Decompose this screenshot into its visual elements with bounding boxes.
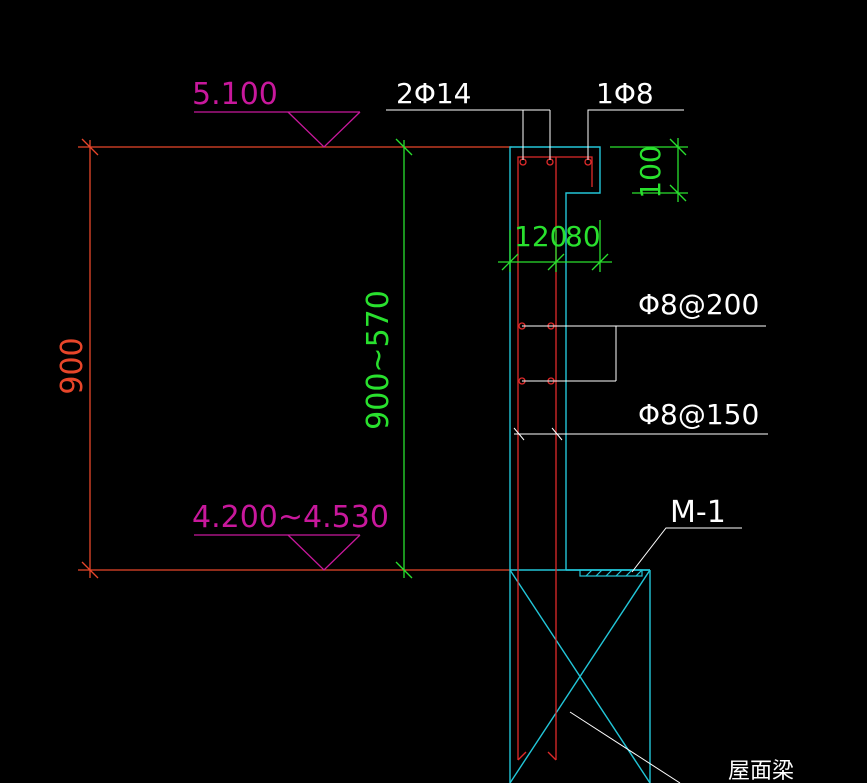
top-bars-leader (386, 109, 551, 160)
horizontal-bars-text: Φ8@200 (638, 288, 759, 321)
overall-height-dimension (78, 138, 512, 579)
vertical-bars-text: Φ8@150 (638, 398, 759, 431)
m1-member (579, 569, 643, 577)
vertical-bars-leader (513, 427, 768, 441)
m1-label: M-1 (670, 495, 726, 530)
top-elevation-text: 5.100 (192, 77, 278, 112)
bottom-elevation-text: 4.200~4.530 (192, 500, 389, 535)
m1-leader (631, 527, 742, 573)
thickness-dimension (498, 220, 612, 272)
variable-height-text: 900~570 (361, 290, 396, 430)
roof-beam-section (509, 569, 651, 783)
top-bars-text: 2Φ14 (396, 77, 471, 110)
lip-height-text: 100 (634, 145, 667, 198)
wall-thickness-text: 120 (514, 220, 567, 253)
parapet-wall-outline (509, 146, 650, 571)
bottom-elevation-mark (194, 534, 361, 571)
lip-bar-leader (587, 109, 684, 160)
roof-beam-label: 屋面梁 (728, 759, 794, 783)
variable-height-dimension (395, 138, 413, 579)
overall-height-text: 900 (55, 337, 90, 394)
lip-bar-text: 1Φ8 (596, 77, 654, 110)
lip-height-dimension (610, 138, 688, 202)
horizontal-bars-leader (522, 325, 766, 382)
roof-beam-leader (569, 711, 681, 783)
lip-width-text: 80 (565, 220, 601, 253)
top-elevation-mark (194, 111, 361, 148)
